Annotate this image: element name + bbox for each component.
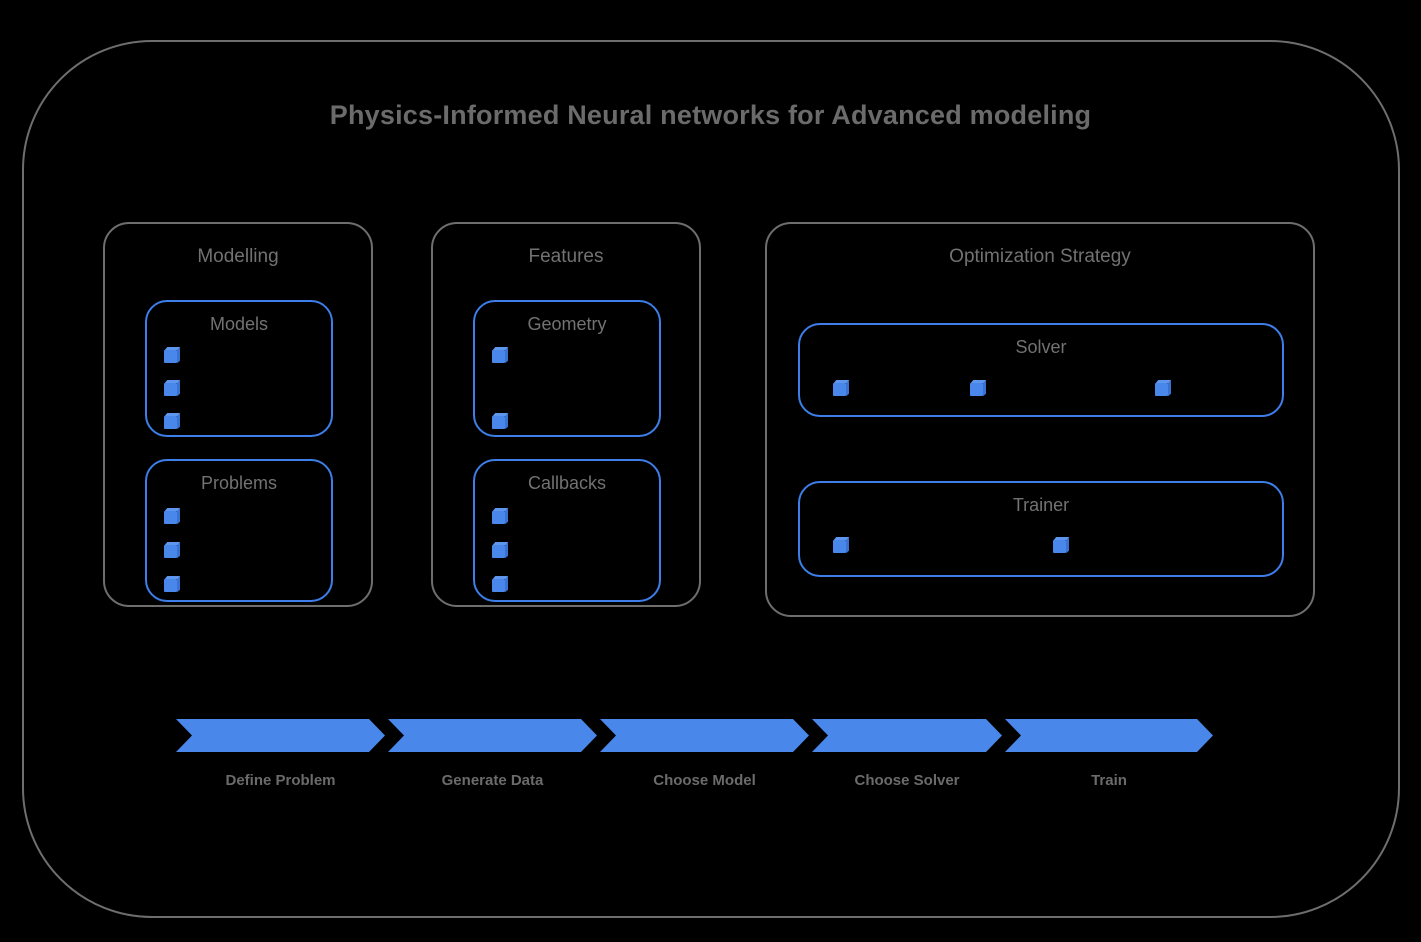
- page-title: Physics-Informed Neural networks for Adv…: [329, 100, 1092, 130]
- cube-bullet-icon: [833, 383, 846, 396]
- pipeline-step-label-5: Train: [1091, 772, 1127, 789]
- box-models[interactable]: Models: [145, 300, 333, 437]
- box-callbacks[interactable]: Callbacks: [473, 459, 661, 602]
- pipeline-step-arrow-2[interactable]: [388, 719, 597, 752]
- box-title-geometry: Geometry: [527, 314, 607, 334]
- box-title-problems: Problems: [200, 473, 278, 493]
- group-panel-optimization: Optimization Strategy: [765, 222, 1315, 617]
- box-problems[interactable]: Problems: [145, 459, 333, 602]
- group-panel-features: Features: [431, 222, 701, 607]
- cube-bullet-icon: [970, 383, 983, 396]
- pipeline-step-label-3: Choose Model: [653, 772, 756, 789]
- cube-bullet-icon: [164, 416, 177, 429]
- box-solver[interactable]: Solver: [798, 323, 1284, 417]
- cube-bullet-icon: [1053, 540, 1066, 553]
- pipeline-step-arrow-3[interactable]: [600, 719, 809, 752]
- cube-bullet-icon: [492, 579, 505, 592]
- pipeline-step-label-4: Choose Solver: [854, 772, 960, 789]
- cube-bullet-icon: [492, 416, 505, 429]
- outer-frame: [22, 40, 1400, 918]
- box-title-models: Models: [209, 314, 269, 334]
- box-title-trainer: Trainer: [1012, 495, 1070, 515]
- box-title-callbacks: Callbacks: [527, 473, 607, 493]
- group-panel-modelling: Modelling: [103, 222, 373, 607]
- pipeline-step-label-1: Define Problem: [225, 772, 336, 789]
- pipeline-step-arrow-5[interactable]: [1005, 719, 1213, 752]
- cube-bullet-icon: [492, 350, 505, 363]
- cube-bullet-icon: [164, 511, 177, 524]
- cube-bullet-icon: [164, 545, 177, 558]
- box-geometry[interactable]: Geometry: [473, 300, 661, 437]
- cube-bullet-icon: [164, 579, 177, 592]
- pipeline-step-label-2: Generate Data: [441, 772, 544, 789]
- box-trainer[interactable]: Trainer: [798, 481, 1284, 577]
- box-title-solver: Solver: [1015, 337, 1067, 357]
- group-title-features: Features: [528, 246, 604, 267]
- cube-bullet-icon: [164, 350, 177, 363]
- group-title-optimization: Optimization Strategy: [949, 246, 1131, 267]
- group-title-modelling: Modelling: [197, 246, 279, 267]
- cube-bullet-icon: [1155, 383, 1168, 396]
- cube-bullet-icon: [492, 511, 505, 524]
- cube-bullet-icon: [492, 545, 505, 558]
- cube-bullet-icon: [164, 383, 177, 396]
- pipeline-step-arrow-4[interactable]: [812, 719, 1002, 752]
- cube-bullet-icon: [833, 540, 846, 553]
- pipeline-step-arrow-1[interactable]: [176, 719, 385, 752]
